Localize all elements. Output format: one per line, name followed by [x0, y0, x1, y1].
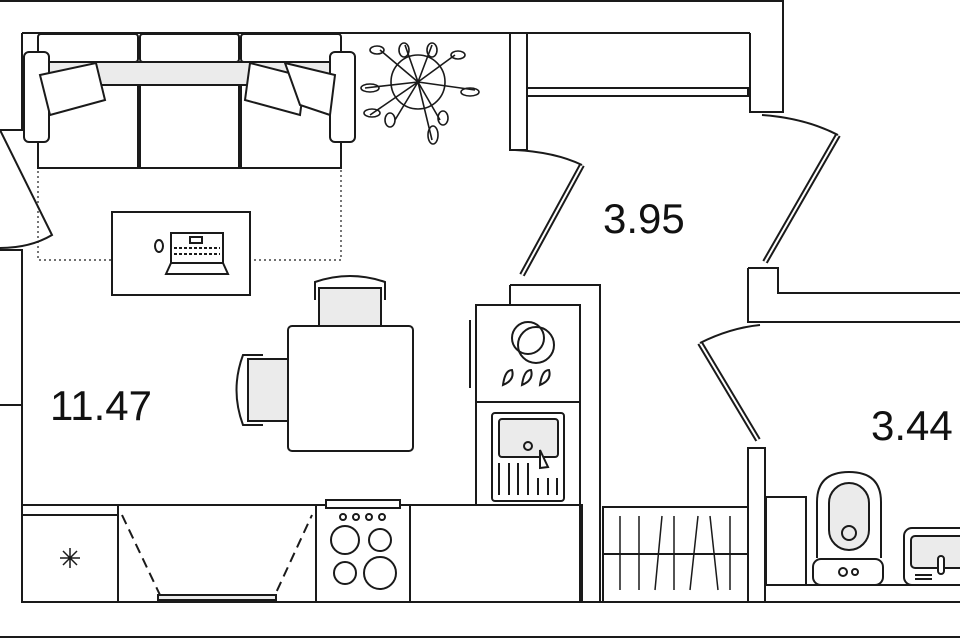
- kitchen: [21, 304, 583, 603]
- laptop-icon: [170, 232, 224, 264]
- wardrobe: [602, 506, 749, 603]
- plant-icon: [360, 42, 480, 145]
- stove-icon: [315, 504, 411, 603]
- dishes-icon: [501, 321, 555, 387]
- fridge-icon: [60, 548, 80, 568]
- toilet-icon: [816, 470, 882, 558]
- sink-icon: [491, 412, 565, 502]
- room-area-hallway: 3.95: [603, 195, 685, 242]
- coffee-table: [111, 211, 251, 296]
- washbasin-icon: [903, 527, 960, 586]
- sofa: [23, 33, 356, 169]
- dining-table: [235, 275, 414, 452]
- bathroom-fixtures: [765, 470, 960, 586]
- room-area-bathroom: 3.44: [871, 402, 953, 449]
- room-area-living: 11.47: [50, 382, 152, 429]
- doors: [0, 114, 841, 442]
